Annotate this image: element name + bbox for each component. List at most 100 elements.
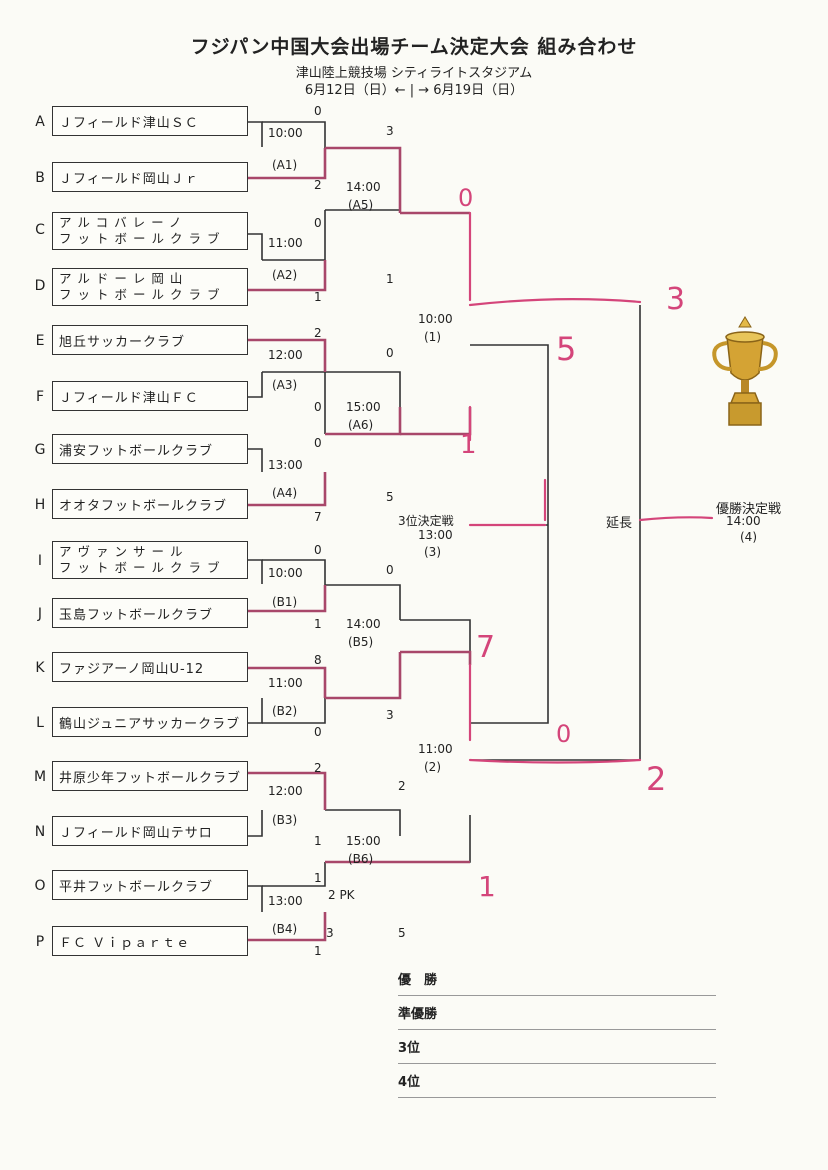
team-name: Ｊフィールド津山ＳＣ [59, 115, 199, 131]
results-row-runner-up: 準優勝 [398, 996, 716, 1030]
final-label: 優勝決定戦 [716, 502, 782, 517]
team-letter: E [35, 333, 45, 349]
team-name: 鶴山ジュニアサッカークラブ [59, 716, 241, 732]
team-name: 平井フットボールクラブ [59, 879, 214, 895]
score: 0 [314, 543, 322, 557]
match-time: 10:00 [268, 566, 303, 580]
score: 5 [398, 926, 406, 940]
match-code: (B2) [272, 704, 298, 718]
match-code: (B1) [272, 595, 298, 609]
team-name: ファジアーノ岡山U-12 [59, 661, 205, 677]
team-name-line2: フットボールクラブ [59, 287, 226, 302]
match-code: (B5) [348, 635, 374, 649]
venue-text: 津山陸上競技場 シティライトスタジアム [295, 66, 533, 81]
handwritten-score: 5 [556, 330, 577, 368]
score: 1 [386, 272, 394, 286]
match-time: 14:00 [726, 514, 761, 528]
team-name: アルドーレ岡山 [59, 271, 189, 286]
match-code: (2) [424, 760, 441, 774]
team-box: オオタフットボールクラブ [52, 489, 248, 519]
team-name: 旭丘サッカークラブ [59, 334, 186, 350]
team-name: オオタフットボールクラブ [59, 498, 228, 514]
team-box: Ｊフィールド津山ＳＣ [52, 106, 248, 136]
handwritten-score: 2 [646, 760, 667, 798]
results-row-third: 3位 [398, 1030, 716, 1064]
match-time: 13:00 [268, 894, 303, 908]
team-box: Ｊフィールド津山ＦＣ [52, 381, 248, 411]
team-box: ファジアーノ岡山U-12 [52, 652, 248, 682]
match-code: (A1) [272, 158, 298, 172]
score: 1 [314, 290, 322, 304]
team-letter: F [35, 389, 45, 405]
score: 2 [398, 779, 406, 793]
match-code: (A6) [348, 418, 374, 432]
team-letter: J [37, 606, 43, 622]
handwritten-score: 1 [478, 870, 496, 903]
score: 5 [386, 490, 394, 504]
team-box: 井原少年フットボールクラブ [52, 761, 248, 791]
team-box: 玉島フットボールクラブ [52, 598, 248, 628]
score: 1 [314, 944, 322, 958]
team-letter: P [35, 934, 45, 950]
match-code: (A5) [348, 198, 374, 212]
match-code: (B6) [348, 852, 374, 866]
score: 3 [386, 124, 394, 138]
team-name: アルコバレーノ [59, 215, 188, 230]
match-time: 12:00 [268, 348, 303, 362]
match-code: (B3) [272, 813, 298, 827]
team-box: 浦安フットボールクラブ [52, 434, 248, 464]
team-letter: C [35, 222, 45, 238]
pk-score: 2 PK [328, 888, 355, 902]
overtime-label: 延長 [606, 516, 633, 531]
team-box: 旭丘サッカークラブ [52, 325, 248, 355]
team-name: Ｊフィールド岡山テサロ [59, 825, 213, 841]
team-box: アルドーレ岡山フットボールクラブ [52, 268, 248, 306]
team-letter: K [35, 660, 45, 676]
team-letter: G [34, 442, 46, 458]
match-code: (A4) [272, 486, 298, 500]
team-name: 井原少年フットボールクラブ [59, 770, 242, 786]
pk-score: 3 [326, 926, 334, 940]
handwritten-score: 1 [460, 430, 477, 460]
team-letter: N [34, 824, 46, 840]
match-time: 14:00 [346, 180, 381, 194]
match-time: 13:00 [418, 528, 453, 542]
results-row-champion: 優 勝 [398, 962, 716, 996]
match-code: (3) [424, 545, 441, 559]
handwritten-score: 7 [476, 630, 496, 665]
team-letter: H [34, 497, 46, 513]
team-box: ＦＣ Ｖｉｐａｒｔｅ [52, 926, 248, 956]
match-time: 11:00 [268, 236, 303, 250]
team-name-line2: フットボールクラブ [59, 231, 226, 246]
match-time: 11:00 [268, 676, 303, 690]
team-letter: I [37, 553, 43, 569]
match-time: 15:00 [346, 834, 381, 848]
match-code: (4) [740, 530, 757, 544]
score: 0 [386, 346, 394, 360]
handwritten-score: 0 [458, 184, 474, 212]
team-name: Ｊフィールド津山ＦＣ [59, 390, 199, 406]
score: 7 [314, 510, 322, 524]
team-box: Ｊフィールド岡山テサロ [52, 816, 248, 846]
team-box: アルコバレーノフットボールクラブ [52, 212, 248, 250]
team-name-line2: フットボールクラブ [59, 560, 226, 575]
score: 0 [314, 400, 322, 414]
match-time: 10:00 [268, 126, 303, 140]
team-name: Ｊフィールド岡山Ｊｒ [59, 171, 199, 187]
team-name: 浦安フットボールクラブ [59, 443, 214, 459]
third-place-label: 3位決定戦 [398, 514, 454, 528]
dates-text: 6月12日（日）← | → 6月19日（日） [304, 83, 524, 98]
results-row-fourth: 4位 [398, 1064, 716, 1098]
team-letter: D [34, 278, 46, 294]
score: 1 [314, 617, 322, 631]
match-time: 15:00 [346, 400, 381, 414]
team-box: Ｊフィールド岡山Ｊｒ [52, 162, 248, 192]
match-time: 13:00 [268, 458, 303, 472]
match-time: 14:00 [346, 617, 381, 631]
score: 2 [314, 761, 322, 775]
team-box: 鶴山ジュニアサッカークラブ [52, 707, 248, 737]
match-time: 11:00 [418, 742, 453, 756]
match-code: (A3) [272, 378, 298, 392]
score: 0 [386, 563, 394, 577]
score: 2 [314, 178, 322, 192]
